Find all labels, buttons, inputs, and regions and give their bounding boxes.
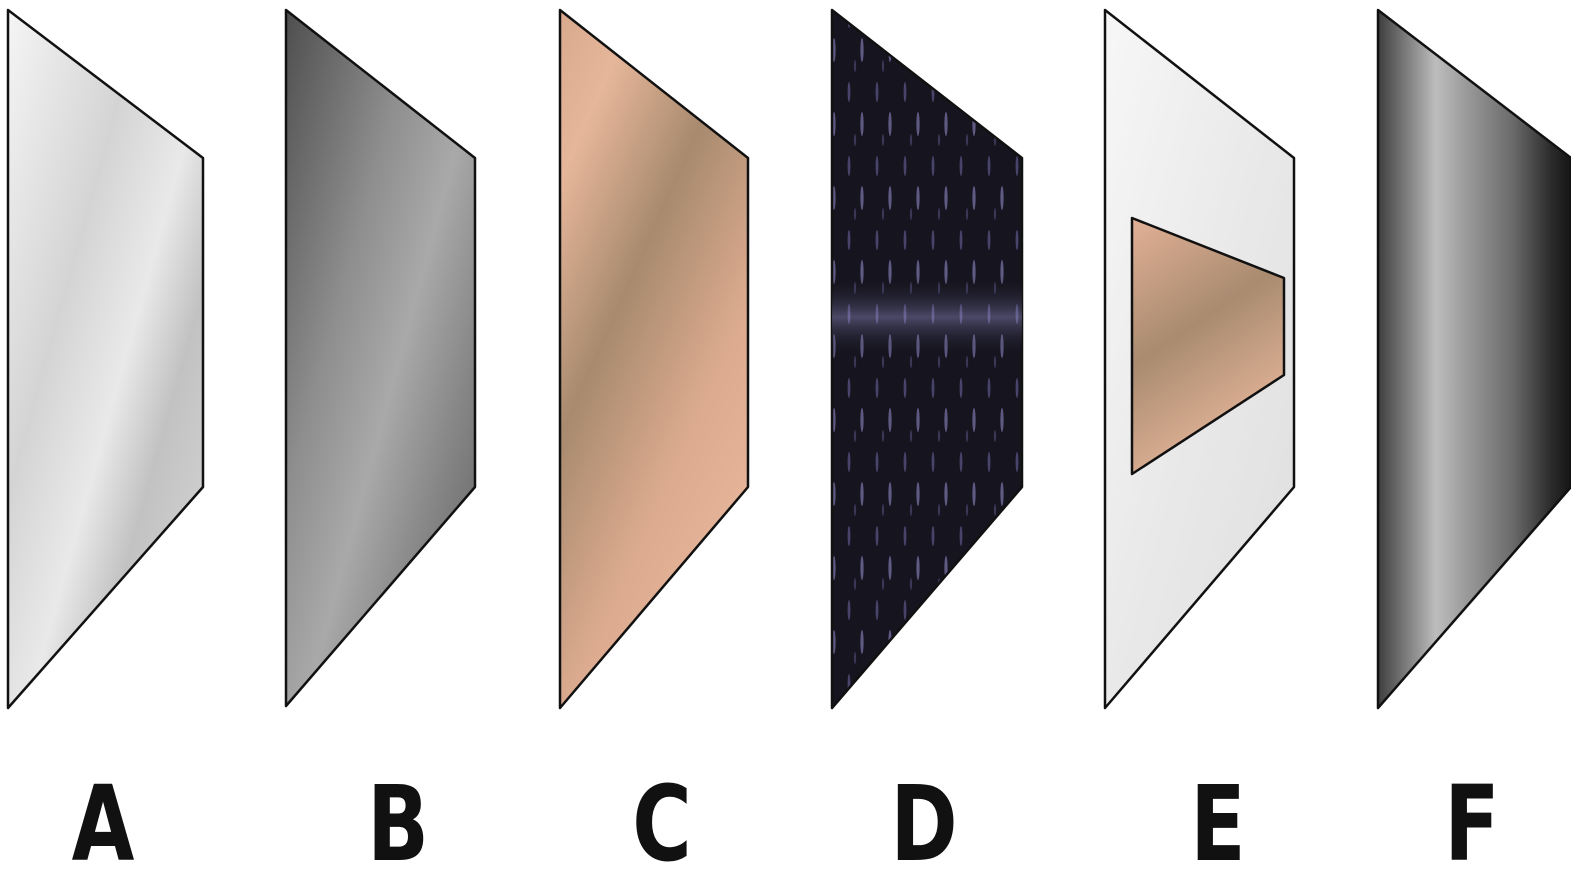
panel-e xyxy=(1105,10,1294,708)
panel-c xyxy=(560,10,748,708)
panel-label-c: C xyxy=(607,772,716,876)
panel-a xyxy=(8,10,203,708)
panel-label-f: F xyxy=(1417,772,1526,876)
panel-label-a: A xyxy=(48,772,157,876)
panel-b xyxy=(286,10,475,706)
panel-f xyxy=(1378,10,1571,708)
panel-label-d: D xyxy=(869,772,978,876)
panel-label-b: B xyxy=(343,772,452,876)
panel-d xyxy=(832,10,1022,708)
panel-label-e: E xyxy=(1163,772,1272,876)
